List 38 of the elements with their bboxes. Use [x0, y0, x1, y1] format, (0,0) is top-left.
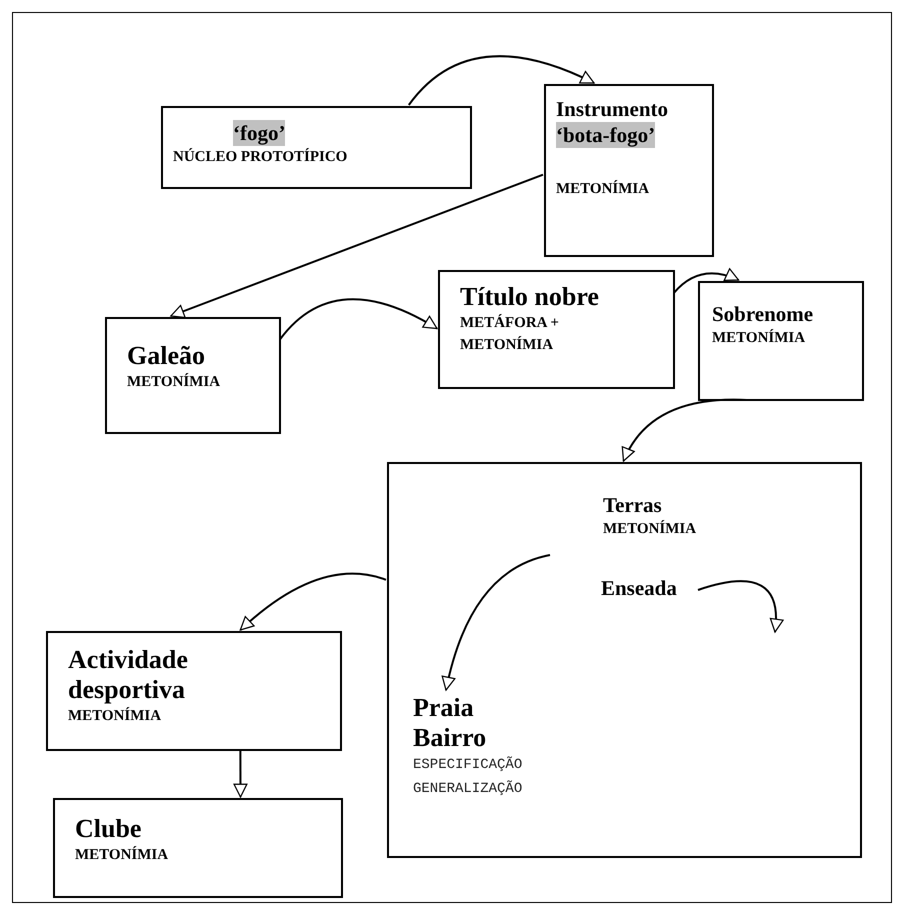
- concept-name: Actividade desportiva: [68, 645, 189, 705]
- concept-box: [105, 317, 281, 434]
- concept-note: GENERALIZAÇÃO: [413, 779, 524, 799]
- curved-arrow: [233, 750, 248, 798]
- concept-box: [161, 106, 472, 189]
- concept-name: ‘fogo’: [233, 120, 286, 146]
- concept-box: [544, 84, 714, 257]
- concept-name: Instrumento: [556, 96, 670, 122]
- curved-arrow: [240, 572, 386, 631]
- concept-name: Clube: [75, 814, 142, 844]
- concept-name: Praia: [413, 693, 475, 723]
- concept-note: METONÍMIA: [68, 706, 162, 726]
- concept-name: Enseada: [601, 575, 678, 601]
- concept-name: Galeão: [127, 341, 206, 371]
- concept-note: Bairro: [413, 723, 488, 753]
- concept-box: [387, 462, 862, 858]
- concept-note: ‘bota-fogo’: [556, 122, 656, 148]
- curved-arrow: [279, 298, 438, 340]
- concept-name: Sobrenome: [712, 301, 814, 327]
- curved-arrow: [170, 174, 544, 318]
- curved-arrow: [673, 268, 740, 294]
- curved-arrow: [698, 580, 784, 633]
- concept-box: [46, 631, 342, 751]
- concept-note: METONÍMIA: [127, 372, 222, 392]
- concept-note: METONÍMIA: [603, 519, 698, 539]
- concept-name: Título nobre: [460, 282, 600, 312]
- concept-box: [53, 798, 343, 898]
- concept-note: METONÍMIA: [75, 845, 170, 865]
- concept-note: NÚCLEO PROTOTÍPICO: [173, 147, 348, 167]
- concept-box: [698, 281, 864, 401]
- concept-note: ESPECIFICAÇÃO: [413, 755, 524, 775]
- concept-note: METÁFORA + METONÍMIA: [460, 313, 560, 355]
- curved-arrow: [408, 55, 595, 106]
- concept-note: METONÍMIA: [556, 179, 650, 199]
- concept-box: [438, 270, 675, 389]
- concept-note: METONÍMIA: [712, 328, 806, 348]
- concept-name: Terras: [603, 492, 663, 518]
- curved-arrow: [442, 554, 550, 691]
